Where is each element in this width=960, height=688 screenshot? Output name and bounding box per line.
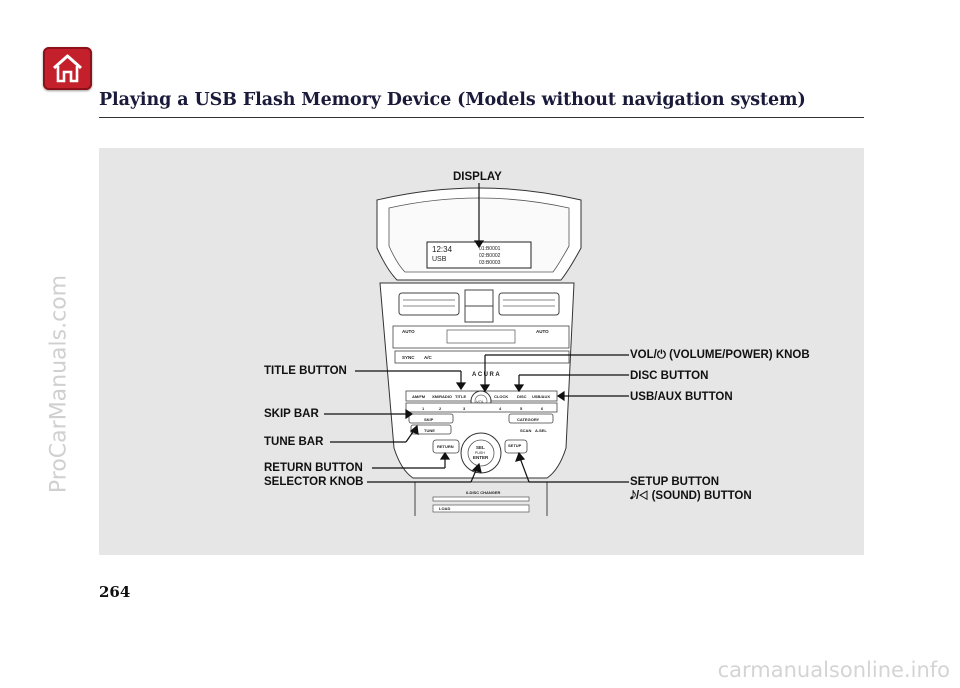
svg-text:XM/RADIO: XM/RADIO <box>432 394 452 399</box>
display-line: 12:34 <box>432 245 453 254</box>
display-line: 03:B0003 <box>479 260 501 266</box>
svg-text:SETUP: SETUP <box>508 443 522 448</box>
svg-text:PUSH: PUSH <box>475 451 485 455</box>
svg-text:USB/AUX: USB/AUX <box>532 394 550 399</box>
svg-text:2: 2 <box>439 406 442 411</box>
display-line: 01:B0001 <box>479 246 501 252</box>
svg-text:ENTER: ENTER <box>473 455 489 460</box>
svg-text:DISC: DISC <box>517 394 527 399</box>
page-number: 264 <box>99 583 131 601</box>
watermark-carmanualsonline: carmanualsonline.info <box>717 658 950 682</box>
svg-text:6-DISC CHANGER: 6-DISC CHANGER <box>466 490 501 495</box>
callout-disc-button: DISC BUTTON <box>630 370 709 382</box>
svg-text:SKIP: SKIP <box>424 417 434 422</box>
callout-vol-knob: VOL/⏻ (VOLUME/POWER) KNOB <box>630 349 810 361</box>
svg-text:CLOCK: CLOCK <box>494 394 508 399</box>
display-line: USB <box>432 256 447 263</box>
svg-text:CATEGORY: CATEGORY <box>517 417 540 422</box>
callout-usb-aux-button: USB/AUX BUTTON <box>630 391 733 403</box>
svg-text:SYNC: SYNC <box>402 355 415 360</box>
svg-text:AUTO: AUTO <box>536 329 549 334</box>
svg-text:AUTO: AUTO <box>402 329 415 334</box>
title-divider <box>99 117 864 118</box>
home-button[interactable] <box>43 47 92 90</box>
callout-sound-button: 𝅘𝅥𝅮/◁ (SOUND) BUTTON <box>630 490 752 502</box>
callout-return-button: RETURN BUTTON <box>264 462 363 474</box>
svg-text:ACURA: ACURA <box>472 372 501 378</box>
figure-panel: 12:34 USB 01:B0001 02:B0002 03:B0003 AUT… <box>99 148 864 555</box>
callout-setup-button: SETUP BUTTON <box>630 476 720 488</box>
svg-text:4: 4 <box>499 406 502 411</box>
callout-skip-bar: SKIP BAR <box>264 408 319 420</box>
svg-text:VOL: VOL <box>476 399 485 404</box>
watermark-procarmanuals: ProCarManuals.com <box>46 274 72 494</box>
svg-text:SCAN: SCAN <box>520 428 531 433</box>
svg-text:RETURN: RETURN <box>437 444 454 449</box>
page-title: Playing a USB Flash Memory Device (Model… <box>99 90 806 110</box>
svg-text:TUNE: TUNE <box>424 428 435 433</box>
callout-display: DISPLAY <box>453 171 502 183</box>
home-icon <box>53 54 82 83</box>
svg-text:5: 5 <box>520 406 523 411</box>
svg-text:1: 1 <box>422 406 425 411</box>
display-line: 02:B0002 <box>479 253 501 259</box>
svg-text:AM/FM: AM/FM <box>412 394 426 399</box>
svg-text:3: 3 <box>463 406 466 411</box>
audio-panel-illustration: 12:34 USB 01:B0001 02:B0002 03:B0003 AUT… <box>324 183 629 516</box>
svg-text:A/C: A/C <box>424 355 433 360</box>
svg-text:TITLE: TITLE <box>455 394 466 399</box>
svg-text:6: 6 <box>541 406 544 411</box>
svg-text:A.SEL: A.SEL <box>535 428 547 433</box>
callout-selector-knob: SELECTOR KNOB <box>264 476 364 488</box>
svg-text:LOAD: LOAD <box>439 506 450 511</box>
callout-tune-bar: TUNE BAR <box>264 436 324 448</box>
callout-title-button: TITLE BUTTON <box>264 365 347 377</box>
svg-text:SEL: SEL <box>476 445 485 450</box>
